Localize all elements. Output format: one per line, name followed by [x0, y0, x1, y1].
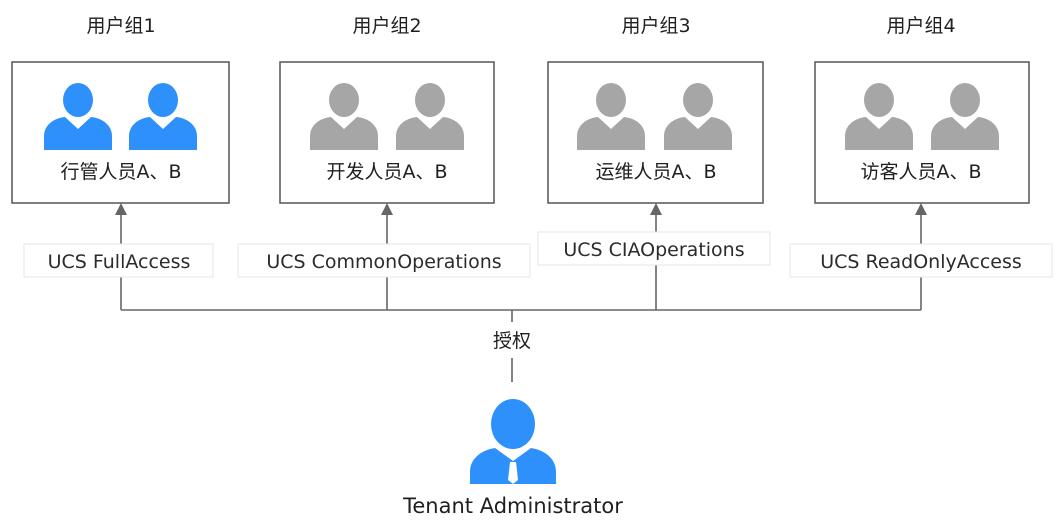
user-group-2: 用户组2 开发人员A、B UCS CommonOperations — [237, 15, 531, 310]
policy-label: UCS ReadOnlyAccess — [820, 251, 1022, 273]
group-title: 用户组1 — [86, 15, 155, 37]
grant-label: 授权 — [493, 330, 531, 352]
user-group-4: 用户组4 访客人员A、B UCS ReadOnlyAccess — [789, 15, 1053, 310]
policy-label-bg — [789, 243, 1053, 278]
arrow-up-icon — [115, 203, 127, 215]
arrow-up-icon — [650, 203, 662, 215]
group-members-label: 开发人员A、B — [326, 161, 447, 183]
administrator-icon — [470, 399, 556, 484]
group-title: 用户组2 — [352, 15, 421, 37]
policy-label-bg — [23, 243, 214, 278]
user-group-3: 用户组3 运维人员A、B UCS CIAOperations — [537, 15, 771, 310]
policy-label: UCS CIAOperations — [563, 239, 744, 261]
arrow-up-icon — [381, 203, 393, 215]
policy-label: UCS FullAccess — [48, 251, 191, 273]
user-group-1: 用户组1 行管人员A、B UCS FullAccess — [11, 15, 230, 310]
group-members-label: 访客人员A、B — [860, 161, 981, 183]
policy-label: UCS CommonOperations — [266, 251, 501, 273]
group-title: 用户组3 — [621, 15, 690, 37]
grant-label-bg — [480, 322, 544, 358]
policy-label-bg — [537, 231, 771, 266]
admin-label: Tenant Administrator — [402, 494, 623, 518]
policy-label-bg — [237, 243, 531, 278]
arrow-up-icon — [915, 203, 927, 215]
group-members-label: 运维人员A、B — [595, 161, 716, 183]
group-members-label: 行管人员A、B — [60, 161, 181, 183]
group-title: 用户组4 — [886, 15, 955, 37]
